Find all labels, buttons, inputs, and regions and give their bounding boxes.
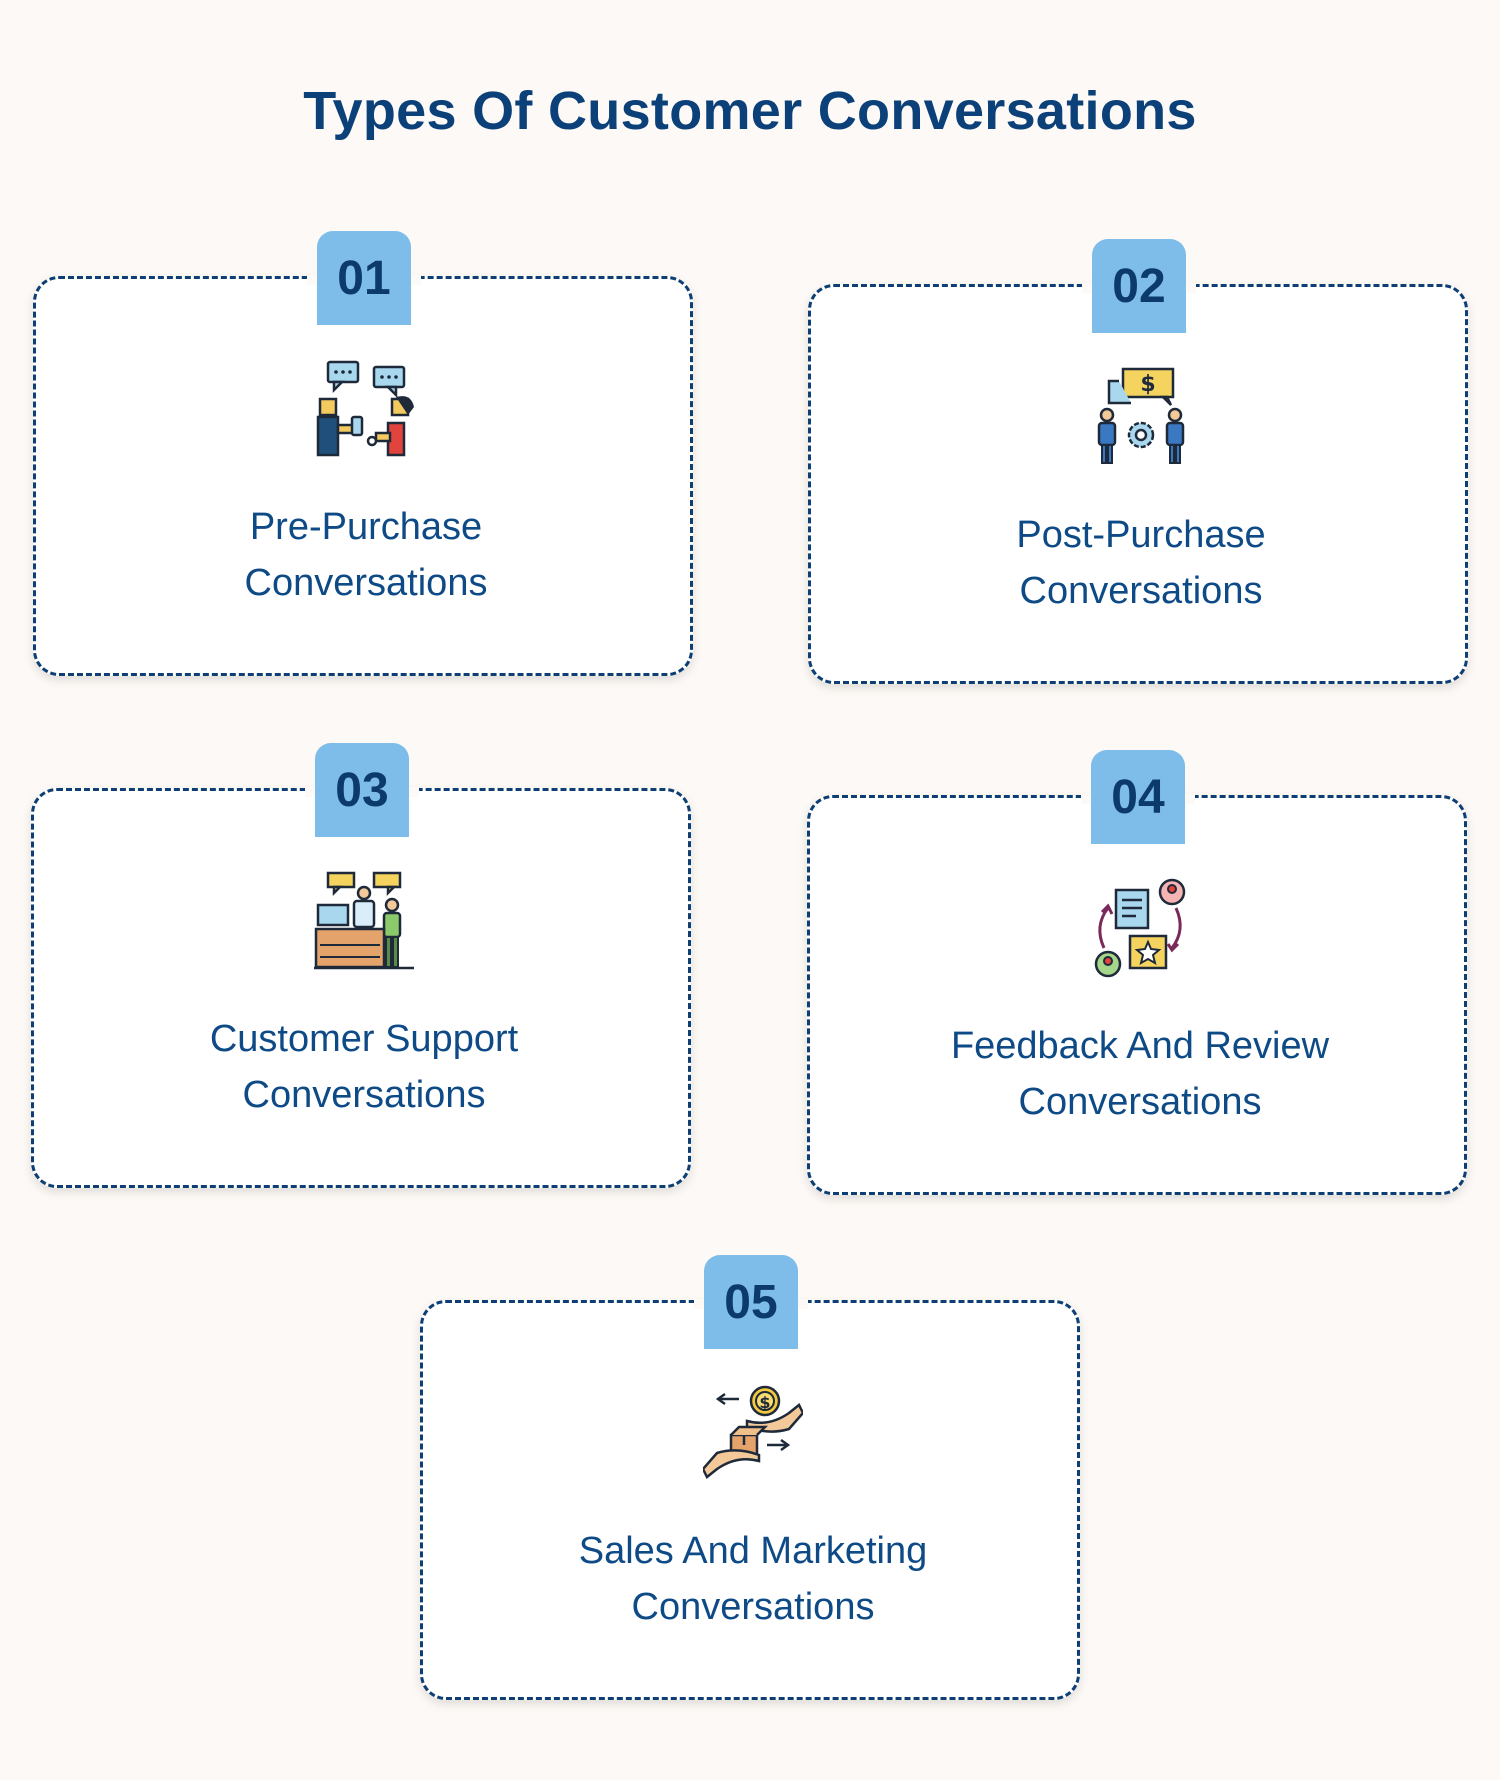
card-customer-support: 03 Customer Support Conversations: [31, 743, 691, 1188]
payment-discussion-icon: $: [1091, 367, 1191, 467]
chat-exchange-icon: [316, 359, 416, 459]
svg-text:$: $: [759, 1393, 770, 1412]
card-number-badge: 01: [307, 231, 421, 325]
card-label: Post-Purchase Conversations: [1016, 514, 1266, 612]
card-label: Feedback And Review Conversations: [950, 1025, 1330, 1123]
support-desk-icon: [314, 871, 414, 971]
page-title: Types Of Customer Conversations: [303, 81, 1197, 141]
card-label: Sales And Marketing Conversations: [578, 1530, 928, 1628]
card-pre-purchase: 01 Pre-Purchase Conversations: [33, 231, 693, 676]
hand-exchange-icon: $: [701, 1383, 805, 1483]
card-number-badge: 04: [1081, 750, 1195, 844]
card-label: Pre-Purchase Conversations: [244, 506, 488, 604]
card-number-badge: 05: [694, 1255, 808, 1349]
card-sales-marketing: 05 $ Sales And Marketing Conversations: [420, 1255, 1080, 1700]
feedback-cycle-icon: [1090, 878, 1190, 978]
svg-text:$: $: [1140, 372, 1155, 397]
card-number-badge: 03: [305, 743, 419, 837]
card-feedback-review: 04 Feedback And Review Conversations: [807, 750, 1467, 1195]
card-number-badge: 02: [1082, 239, 1196, 333]
card-label: Customer Support Conversations: [209, 1018, 519, 1116]
card-post-purchase: 02 $ Post-Purchase Conversations: [808, 239, 1468, 684]
